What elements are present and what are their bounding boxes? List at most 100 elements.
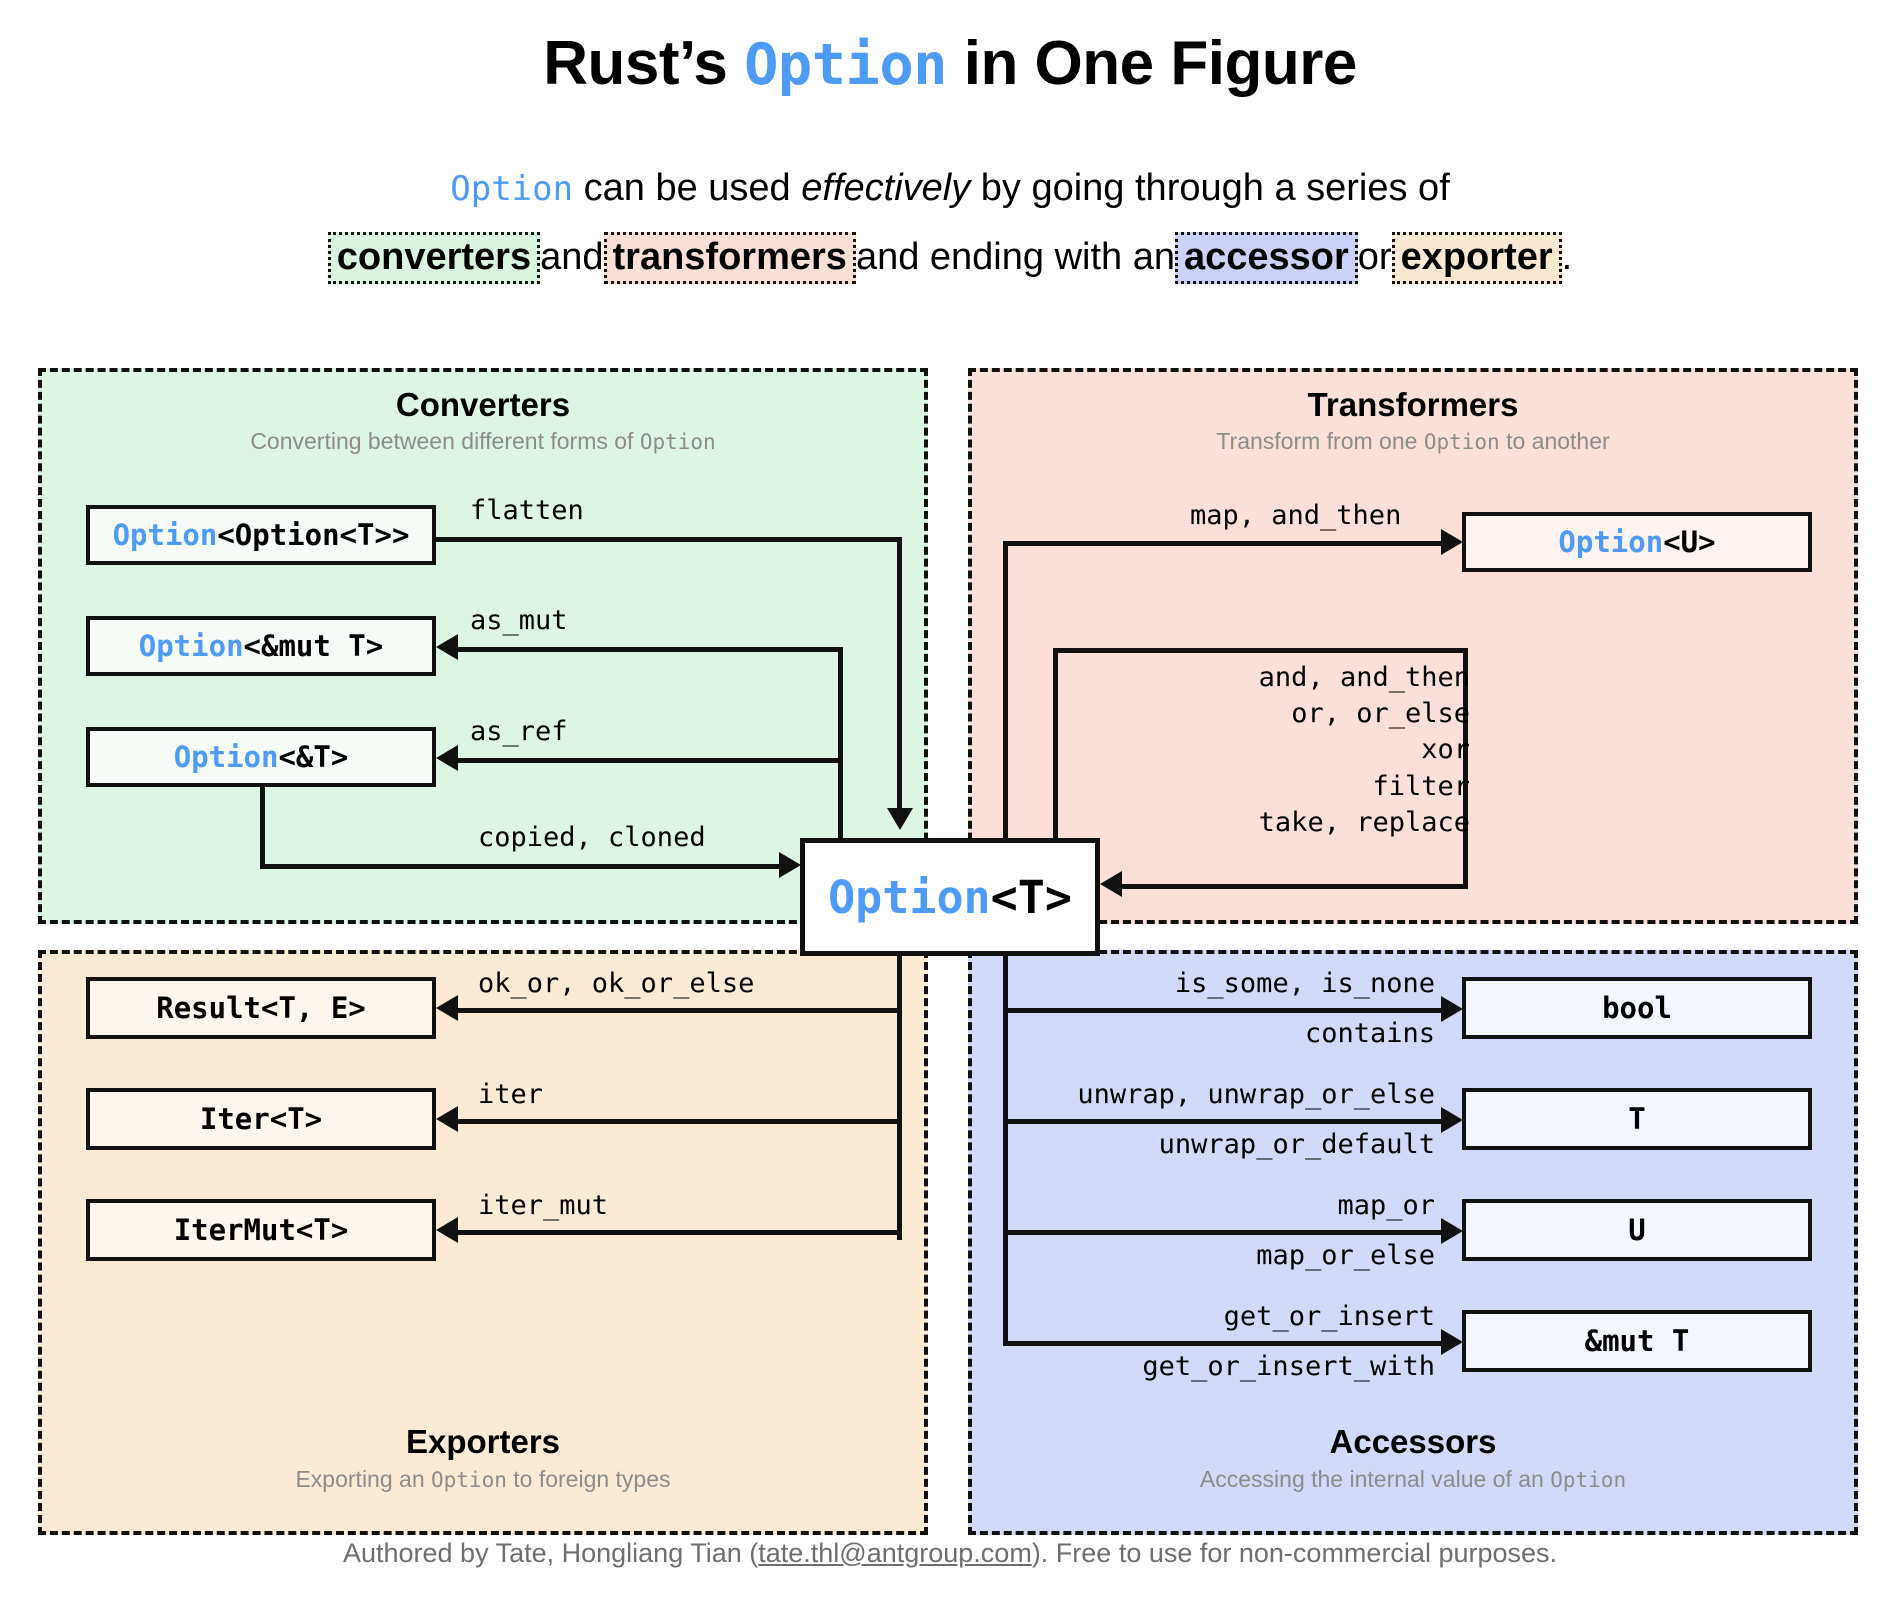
edge-label-flatten: flatten	[470, 495, 584, 526]
type-box-option-ref-t: Option<&T>	[86, 727, 436, 787]
panel-transformers-subtitle-b: to another	[1499, 428, 1610, 454]
chip-accessors: accessor	[1174, 232, 1358, 284]
footer-post: ). Free to use for non-commercial purpos…	[1031, 1538, 1558, 1568]
type-code: &mut T	[1584, 1324, 1690, 1358]
panel-exporters-subtitle-a: Exporting an	[295, 1466, 431, 1492]
panel-converters-subtitle: Converting between different forms of Op…	[38, 428, 928, 455]
edge-label-contains: contains	[1304, 1018, 1435, 1049]
subtitle-period: .	[1561, 236, 1573, 278]
edge-arrow-is-some	[1441, 996, 1463, 1022]
edge-trunk-asmut-asref	[838, 647, 843, 897]
panel-exporters-subtitle-code: Option	[431, 1468, 507, 1492]
edge-arrow-get-or-insert	[1441, 1329, 1463, 1355]
chip-converters: converters	[327, 232, 541, 284]
type-box-result-t-e: Result<T, E>	[86, 977, 436, 1039]
type-box-u: U	[1462, 1199, 1812, 1261]
edge-line-selfloop-bottom	[1122, 884, 1468, 889]
edge-label-map-or-else: map_or_else	[1256, 1240, 1435, 1271]
edge-line-iter-mut	[455, 1230, 900, 1235]
subtitle-line-1: Option can be used effectively by going …	[0, 158, 1900, 219]
type-box-mut-t: &mut T	[1462, 1310, 1812, 1372]
edge-label-get-or-insert-with: get_or_insert_with	[1142, 1351, 1435, 1382]
chip-exporters: exporter	[1391, 232, 1562, 284]
central-type-box-option-t: Option<T>	[800, 838, 1100, 956]
edge-label-is-some-is-none: is_some, is_none	[1174, 968, 1435, 999]
panel-transformers-title: Transformers	[1307, 386, 1519, 423]
edge-line-as-mut	[455, 647, 840, 652]
edge-arrow-unwrap	[1441, 1107, 1463, 1133]
edge-line-get-or-insert	[1003, 1341, 1446, 1346]
type-box-option-option-t: Option<Option<T>>	[86, 505, 436, 565]
edge-arrow-iter-mut	[436, 1217, 458, 1243]
panel-transformers	[968, 368, 1858, 924]
type-code-suffix: <&T>	[278, 740, 349, 774]
edge-label-map-and-then: map, and_then	[1190, 500, 1402, 531]
type-code: T	[1628, 1102, 1646, 1136]
edge-arrow-map-or	[1441, 1218, 1463, 1244]
type-code: U	[1628, 1213, 1646, 1247]
type-code-prefix: Option	[138, 629, 244, 663]
panel-exporters-subtitle: Exporting an Option to foreign types	[38, 1466, 928, 1493]
type-code-suffix: <U>	[1663, 525, 1716, 559]
type-code-suffix: <&mut T>	[243, 629, 384, 663]
panel-transformers-subtitle: Transform from one Option to another	[968, 428, 1858, 455]
edge-line-selfloop-left	[1053, 648, 1058, 886]
panel-accessors-subtitle-a: Accessing the internal value of an	[1199, 1466, 1551, 1492]
title-suffix: in One Figure	[947, 29, 1358, 98]
type-code-prefix: Option	[1558, 525, 1664, 559]
edge-line-iter	[455, 1119, 900, 1124]
edge-label-copied-cloned: copied, cloned	[478, 822, 706, 853]
type-code: IterMut<T>	[173, 1213, 349, 1247]
edge-arrow-as-mut	[436, 634, 458, 660]
edge-line-flatten-v	[897, 537, 902, 809]
subtitle-code-option: Option	[450, 169, 574, 209]
type-box-itermut-t: IterMut<T>	[86, 1199, 436, 1261]
edge-arrow-flatten	[887, 808, 913, 830]
chip-transformers: transformers	[603, 232, 856, 284]
panel-transformers-subtitle-code: Option	[1423, 430, 1500, 454]
edge-label-unwrap: unwrap, unwrap_or_else	[1077, 1079, 1435, 1110]
edge-line-map-h	[1003, 541, 1446, 546]
panel-accessors-subtitle-code: Option	[1550, 1468, 1627, 1492]
footer-credit: Authored by Tate, Hongliang Tian (tate.t…	[0, 1538, 1900, 1569]
edge-label-get-or-insert: get_or_insert	[1223, 1301, 1435, 1332]
edge-line-as-ref	[455, 758, 840, 763]
edge-line-copied-h	[260, 864, 782, 869]
title-prefix: Rust’s	[543, 29, 745, 98]
subtitle-and-2: and ending with an	[855, 236, 1175, 278]
edge-label-unwrap-or-default: unwrap_or_default	[1158, 1129, 1435, 1160]
edge-trunk-accessors	[1003, 956, 1008, 1341]
panel-transformers-subtitle-a: Transform from one	[1216, 428, 1424, 454]
subtitle-and-1: and	[540, 236, 604, 278]
footer-pre: Authored by Tate, Hongliang Tian (	[342, 1538, 759, 1568]
edge-trunk-exporters	[897, 956, 902, 1240]
edge-line-map-or	[1003, 1230, 1446, 1235]
page-title: Rust’s Option in One Figure	[0, 28, 1900, 99]
edge-label-as-ref: as_ref	[470, 716, 568, 747]
edge-arrow-selfloop	[1100, 871, 1122, 897]
edge-arrow-copied	[779, 852, 801, 878]
subtitle-or: or	[1357, 236, 1392, 278]
panel-converters-subtitle-code: Option	[639, 430, 716, 454]
type-box-bool: bool	[1462, 977, 1812, 1039]
subtitle-emphasis: effectively	[801, 167, 971, 209]
edge-arrow-ok-or	[436, 995, 458, 1021]
edge-line-ok-or	[455, 1008, 900, 1013]
subtitle-text-a: can be used	[573, 167, 802, 209]
edge-label-iter: iter	[478, 1079, 544, 1110]
type-code-prefix: Option	[173, 740, 279, 774]
type-box-option-u: Option<U>	[1462, 512, 1812, 572]
edge-arrow-map	[1441, 529, 1463, 555]
central-code-suffix: <T>	[990, 870, 1072, 924]
edge-line-map-v	[1003, 543, 1008, 853]
footer-email-link[interactable]: tate.thl@antgroup.com	[758, 1538, 1032, 1568]
edge-line-copied-v	[260, 787, 265, 867]
type-code-prefix: Option	[112, 518, 218, 552]
type-box-iter-t: Iter<T>	[86, 1088, 436, 1150]
central-code-prefix: Option	[828, 870, 991, 924]
panel-converters-title: Converters	[395, 386, 571, 423]
type-box-option-mut-t: Option<&mut T>	[86, 616, 436, 676]
title-code-option: Option	[744, 32, 947, 98]
